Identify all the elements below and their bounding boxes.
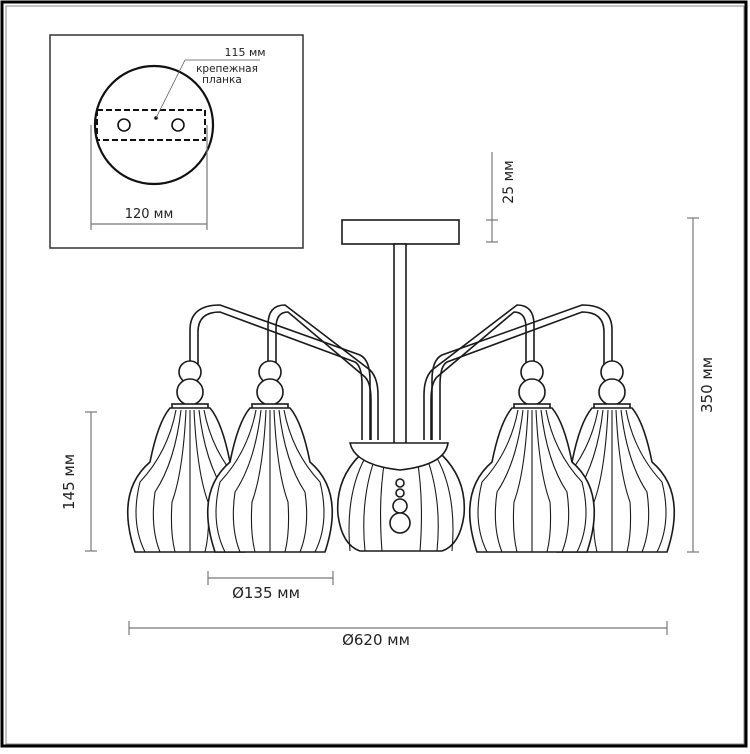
canopy: [341, 219, 460, 245]
svg-text:Ø135 мм: Ø135 мм: [232, 584, 300, 602]
plate-size-label: 115 мм: [224, 46, 265, 59]
svg-text:145 мм: 145 мм: [60, 454, 78, 510]
svg-text:Ø620 мм: Ø620 мм: [342, 631, 410, 649]
total-height-dimension: 350 мм: [687, 217, 716, 553]
chandelier-drawing: [126, 219, 676, 553]
shade-center: [336, 442, 466, 552]
canopy-diameter-label: 120 мм: [125, 207, 174, 222]
stem-rod: [393, 243, 407, 445]
shade-diameter-dimension: Ø135 мм: [207, 571, 334, 602]
total-diameter-dimension: Ø620 мм: [128, 621, 668, 649]
mount-hole-left: [117, 118, 131, 132]
leader-line: [155, 59, 186, 119]
plate-label-line2: планка: [202, 74, 242, 86]
center-cup: [348, 442, 449, 471]
plate-label-line1: крепежная: [196, 63, 258, 75]
svg-text:350 мм: 350 мм: [698, 357, 716, 413]
mounting-plate-dashed: [96, 109, 206, 141]
canopy-circle: [93, 64, 215, 186]
canopy-height-dimension: 25 мм: [486, 152, 517, 243]
inner-border: [5, 5, 745, 745]
mount-hole-right: [171, 118, 185, 132]
mounting-inset: 115 мм крепежная планка 120 мм: [49, 34, 304, 249]
svg-text:25 мм: 25 мм: [501, 160, 517, 203]
shade-height-dimension: 145 мм: [60, 411, 97, 552]
